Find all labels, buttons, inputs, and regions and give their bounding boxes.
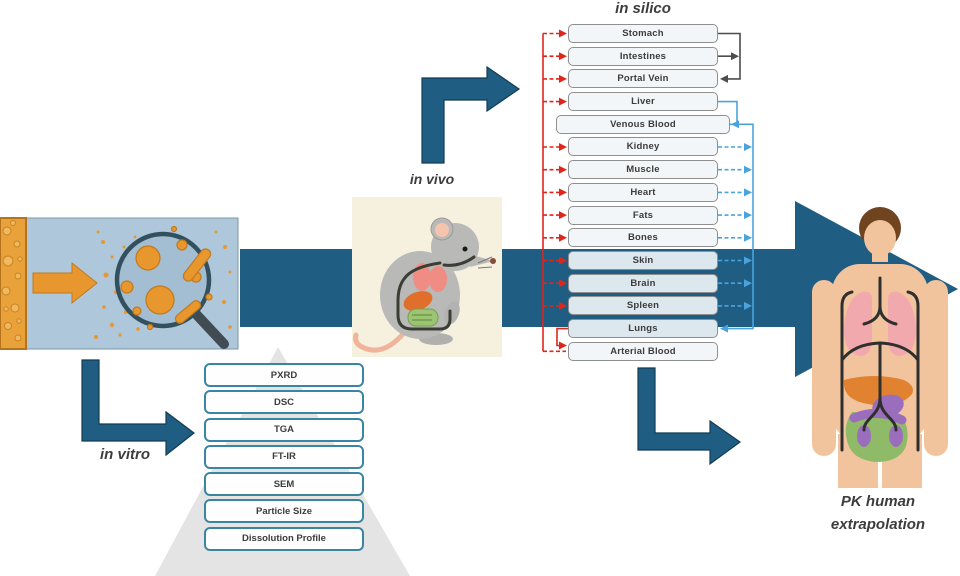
elbow-arrow-in-vitro [81, 359, 195, 457]
mouse-tail [353, 332, 405, 353]
pbpk-compartment-bones: Bones [568, 228, 718, 248]
method-box-pxrd: PXRD [204, 363, 364, 387]
pk-label-line2: extrapolation [830, 516, 926, 534]
venous-blood-to-lungs-arrow [720, 123, 754, 333]
stomach-to-portal-vein-arrow [718, 32, 741, 83]
in-silico-label: in silico [615, 0, 671, 17]
method-box-ft-ir: FT-IR [204, 444, 364, 469]
mouse-anatomy-illustration [352, 197, 502, 357]
elbow-arrow-to-human [637, 367, 742, 466]
method-box-sem: SEM [204, 472, 364, 497]
method-box-particle-size: Particle Size [204, 499, 364, 524]
method-box-dsc: DSC [204, 390, 364, 415]
amorphous-dispersion-magnifier-illustration [0, 217, 239, 350]
lungs-to-arterial-arrow [556, 327, 568, 350]
pbpk-compartment-muscle: Muscle [568, 160, 718, 180]
pbpk-compartment-skin: Skin [568, 250, 718, 270]
pbpk-compartment-fats: Fats [568, 205, 718, 225]
pbpk-compartment-liver: Liver [568, 92, 718, 112]
pbpk-compartment-heart: Heart [568, 182, 718, 202]
human-anatomy-illustration [812, 207, 948, 488]
method-box-dissolution-profile: Dissolution Profile [204, 526, 364, 551]
pbpk-compartment-portal-vein: Portal Vein [568, 69, 718, 89]
pk-label-line1: PK human [840, 493, 916, 510]
in-vivo-label: in vivo [409, 171, 455, 187]
magnifier-icon [114, 225, 229, 349]
pbpk-compartment-brain: Brain [568, 273, 718, 293]
pbpk-compartment-arterial-blood: Arterial Blood [568, 341, 718, 361]
pbpk-compartment-lungs: Lungs [568, 318, 718, 338]
pbpk-compartment-kidney: Kidney [568, 137, 718, 157]
method-box-tga: TGA [204, 417, 364, 442]
dispersed-particles [94, 230, 232, 339]
pbpk-compartment-stomach: Stomach [568, 24, 718, 43]
solid-slab [0, 217, 27, 350]
human-tract-lines [840, 276, 920, 452]
pbpk-compartment-venous-blood: Venous Blood [556, 114, 730, 134]
pbpk-compartment-intestines: Intestines [568, 46, 718, 66]
pk-extrapolation-label: PK human extrapolation [798, 490, 958, 537]
right-arrow-icon [32, 261, 98, 305]
pbpk-compartment-spleen: Spleen [568, 296, 718, 316]
in-vitro-label: in vitro [99, 446, 150, 463]
elbow-arrow-in-vivo [421, 65, 521, 164]
mouse-organs [396, 255, 476, 331]
